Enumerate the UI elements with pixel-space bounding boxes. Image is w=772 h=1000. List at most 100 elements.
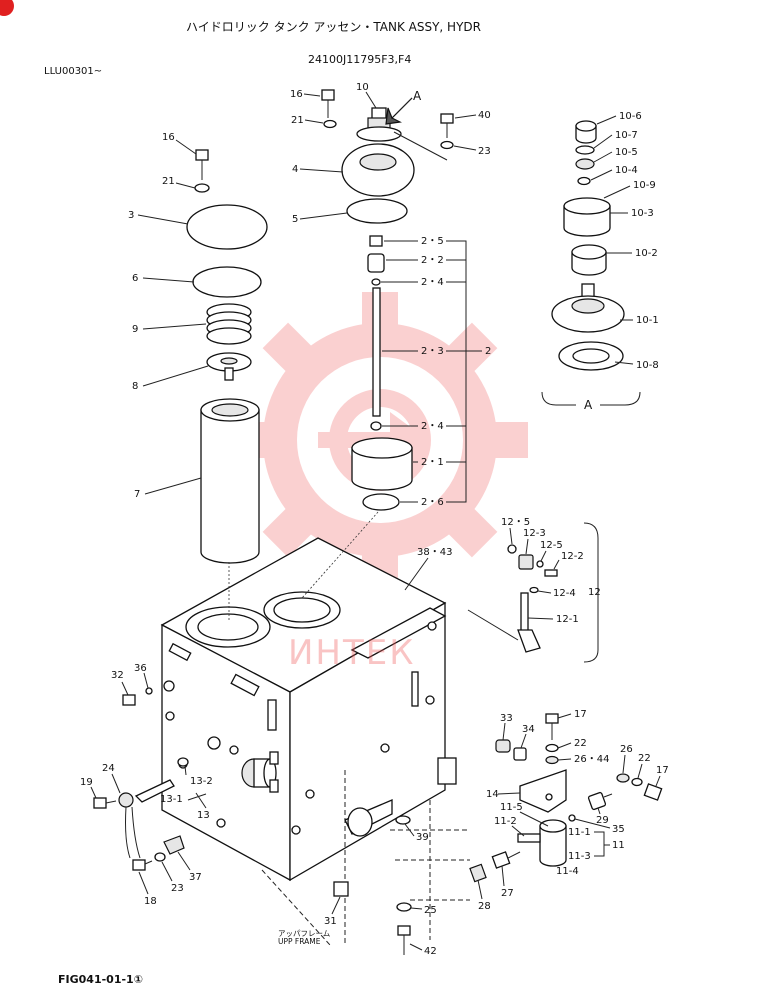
callout: 11 <box>612 840 625 851</box>
callout: 32 <box>111 670 124 681</box>
bolt-16-center <box>321 89 335 118</box>
callout: 2・6 <box>421 497 444 508</box>
clamp-37 <box>163 835 185 855</box>
washer-2-4-top <box>371 278 381 286</box>
bolt-42 <box>397 925 411 955</box>
callout: 12 <box>588 587 601 598</box>
callout: 2・5 <box>421 236 444 247</box>
rod-2-3 <box>372 287 381 417</box>
callout: 39 <box>416 832 429 843</box>
callout: 18 <box>144 896 157 907</box>
callout: 19 <box>80 777 93 788</box>
cap-2-5 <box>369 235 383 247</box>
callout: 13-2 <box>190 776 213 787</box>
callout: 33 <box>500 713 513 724</box>
level-sensor-13 <box>118 779 175 859</box>
callout: 4 <box>292 164 298 175</box>
callout: 6 <box>132 273 138 284</box>
washer-21-left <box>194 183 210 193</box>
bolt-19 <box>93 797 117 809</box>
figure-id: FIG041-01-1① <box>58 973 143 986</box>
callout: 13-1 <box>160 794 183 805</box>
callout: 12-3 <box>523 528 546 539</box>
view-a-arrow-icon <box>385 97 413 125</box>
callout: 12-1 <box>556 614 579 625</box>
callout: 34 <box>522 724 535 735</box>
callout: 27 <box>501 888 514 899</box>
sensor-assembly-11 <box>517 814 576 867</box>
callout: 23 <box>478 146 491 157</box>
washer-21-center <box>323 119 337 129</box>
bracket-14 <box>519 769 567 813</box>
callout: 2・2 <box>421 255 444 266</box>
callout: 8 <box>132 381 138 392</box>
sight-gauge-12 <box>507 544 558 653</box>
callout: 22 <box>574 738 587 749</box>
callout: 28 <box>478 901 491 912</box>
callout: 10-6 <box>619 111 642 122</box>
callout: 10-2 <box>635 248 658 259</box>
callout: 25 <box>424 905 437 916</box>
washer-25 <box>396 902 412 912</box>
callout: 10-8 <box>636 360 659 371</box>
watermark-text: ИНТЕК <box>288 633 415 673</box>
view-a-arrow-label: A <box>413 89 422 103</box>
callout: 2・1 <box>421 457 444 468</box>
view-a-bracket-label: A <box>584 398 593 412</box>
callout: 10-5 <box>615 147 638 158</box>
view-a-detail <box>541 120 641 406</box>
callout: 7 <box>134 489 140 500</box>
callout: 29 <box>596 815 609 826</box>
ring-2-6 <box>362 493 400 511</box>
cover-plate-4 <box>341 143 415 197</box>
breather-10 <box>356 107 402 142</box>
callout: 10-1 <box>636 315 659 326</box>
bolt-17-top <box>545 713 559 765</box>
bypass-valve-2-1 <box>351 437 413 491</box>
cover-3 <box>186 204 268 250</box>
callout: 12-4 <box>553 588 576 599</box>
callout: 36 <box>134 663 147 674</box>
callout: 22 <box>638 753 651 764</box>
callout: 17 <box>656 765 669 776</box>
serial-range: LLU00301~ <box>44 66 102 77</box>
washer-2-4-bottom <box>370 421 382 431</box>
callout: 2・3 <box>421 346 444 357</box>
upper-frame-label-en: UPP FRAME <box>278 937 321 946</box>
washer-22-right <box>631 777 643 787</box>
callout: 38・43 <box>417 547 452 558</box>
diagram-title: ハイドロリック タンク アッセン・TANK ASSY, HYDR <box>186 20 481 34</box>
bolt-17-right <box>643 783 663 801</box>
callout: 17 <box>574 709 587 720</box>
bolt-32 <box>122 694 136 706</box>
callout: 21 <box>162 176 175 187</box>
spring-2-2 <box>367 253 385 273</box>
callout: 11-4 <box>556 866 579 877</box>
callout: 2 <box>485 346 491 357</box>
plug-31 <box>333 881 349 897</box>
nut-26 <box>616 773 630 783</box>
callout: 2・4 <box>421 421 444 432</box>
callout: 2・4 <box>421 277 444 288</box>
callout: 14 <box>486 789 499 800</box>
fitting-33-34 <box>495 739 527 761</box>
callout: 5 <box>292 214 298 225</box>
spring-9 <box>206 303 252 345</box>
callout: 13 <box>197 810 210 821</box>
bolt-18 <box>132 859 153 871</box>
corner-mark-icon <box>0 0 14 16</box>
callout: 16 <box>162 132 175 143</box>
callout: 10-4 <box>615 165 638 176</box>
callout-labels: 16 10 40 21 23 4 5 16 21 3 6 9 8 7 2・5 2… <box>80 82 669 957</box>
callout: 40 <box>478 110 491 121</box>
oring-36 <box>145 687 153 695</box>
switch-29 <box>587 791 613 811</box>
callout: 10-7 <box>615 130 638 141</box>
callout: 23 <box>171 883 184 894</box>
valve-8 <box>206 352 252 381</box>
hydraulic-tank-body <box>160 537 457 882</box>
callout: 11-2 <box>494 816 517 827</box>
callout: 9 <box>132 324 138 335</box>
